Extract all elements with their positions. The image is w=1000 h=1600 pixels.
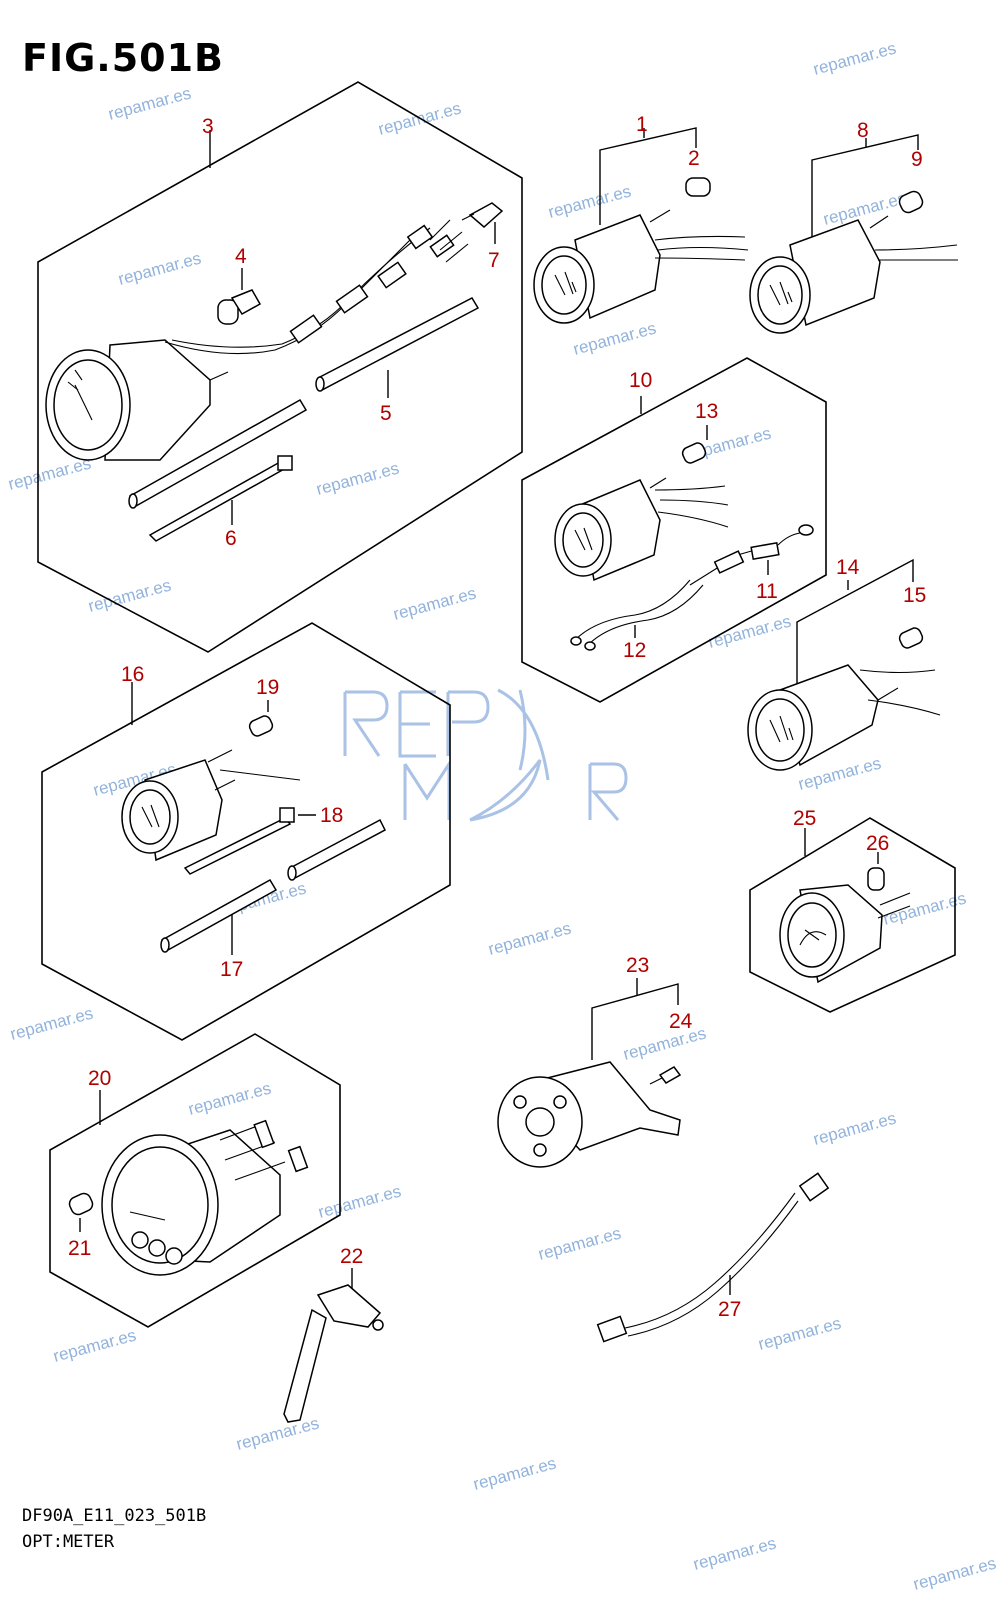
- watermark: repamar.es: [234, 1413, 321, 1453]
- watermark: repamar.es: [756, 1313, 843, 1353]
- watermark: repamar.es: [391, 583, 478, 623]
- cable-tie-18: [183, 807, 295, 875]
- callout-15: 15: [903, 584, 926, 607]
- bulb-26: [867, 867, 885, 891]
- watermark: repamar.es: [571, 318, 658, 358]
- tube-17: [160, 818, 386, 953]
- watermark: repamar.es: [621, 1023, 708, 1063]
- watermark: repamar.es: [811, 38, 898, 78]
- watermark: repamar.es: [821, 188, 908, 228]
- cable-tie-6: [148, 455, 293, 542]
- leader-line: [811, 134, 919, 240]
- leader-line: [796, 558, 914, 690]
- callout-16: 16: [121, 663, 144, 686]
- watermark: repamar.es: [116, 248, 203, 288]
- callout-22: 22: [340, 1245, 363, 1268]
- callout-2: 2: [688, 147, 700, 170]
- watermark: repamar.es: [486, 918, 573, 958]
- gauge-14: [747, 664, 941, 771]
- watermark: repamar.es: [8, 1003, 95, 1043]
- leader-line: [599, 127, 697, 225]
- screw-24: [649, 1066, 682, 1085]
- harness-11: [689, 524, 814, 586]
- sender-22: [283, 1284, 384, 1423]
- gauge-10: [554, 477, 729, 582]
- callout-10: 10: [629, 369, 652, 392]
- callout-6: 6: [225, 527, 237, 550]
- callout-11: 11: [756, 580, 778, 603]
- watermark: repamar.es: [691, 1533, 778, 1573]
- watermark: repamar.es: [51, 1325, 138, 1365]
- group-box-10: [521, 357, 827, 703]
- harness-27: [596, 1172, 830, 1343]
- figure-title: FIG.501B: [22, 36, 225, 80]
- watermark: repamar.es: [546, 181, 633, 221]
- callout-5: 5: [380, 402, 392, 425]
- callout-14: 14: [836, 556, 860, 579]
- callout-27: 27: [718, 1298, 741, 1321]
- bulb-9: [898, 190, 924, 214]
- gauge-8: [749, 215, 958, 334]
- group-box-20: [49, 1033, 341, 1328]
- bulb-13: [681, 442, 707, 464]
- callout-23: 23: [626, 954, 649, 977]
- callout-26: 26: [866, 832, 889, 855]
- callout-19: 19: [256, 676, 279, 699]
- callout-1: 1: [636, 113, 648, 136]
- tube-5: [128, 297, 480, 509]
- bulb-15: [898, 627, 924, 649]
- callout-17: 17: [220, 958, 243, 981]
- group-box-3: [37, 81, 523, 653]
- harness-12: [570, 579, 704, 651]
- callout-13: 13: [695, 400, 718, 423]
- watermark: repamar.es: [911, 1553, 998, 1593]
- gauge-assembly-3: [45, 219, 469, 461]
- callout-4: 4: [235, 245, 247, 268]
- bulb-7: [461, 202, 504, 228]
- drawing-code: DF90A_E11_023_501B: [22, 1506, 207, 1526]
- watermark: repamar.es: [536, 1223, 623, 1263]
- watermark: repamar.es: [316, 1181, 403, 1221]
- callout-8: 8: [857, 119, 869, 142]
- bulb-19: [248, 715, 274, 737]
- watermark: repamar.es: [471, 1453, 558, 1493]
- gauge-16: [121, 749, 301, 862]
- callout-9: 9: [911, 148, 923, 171]
- watermark: repamar.es: [811, 1108, 898, 1148]
- callout-7: 7: [488, 249, 500, 272]
- gauge-25: [779, 884, 911, 984]
- gauge-1: [533, 209, 749, 324]
- group-box-25: [749, 817, 956, 1013]
- drawing-subtitle: OPT:METER: [22, 1532, 115, 1552]
- watermark: repamar.es: [314, 458, 401, 498]
- leader-line: [591, 983, 679, 1060]
- bulb-4: [217, 289, 262, 325]
- bulb-21: [68, 1192, 94, 1216]
- callout-24: 24: [669, 1010, 693, 1033]
- watermark: repamar.es: [106, 83, 193, 123]
- callout-25: 25: [793, 807, 816, 830]
- repmar-logo: [343, 688, 628, 822]
- watermark: repamar.es: [186, 1078, 273, 1118]
- callout-21: 21: [68, 1237, 91, 1260]
- mount-bracket-23: [497, 1061, 681, 1168]
- callout-12: 12: [623, 639, 646, 662]
- bulb-2: [685, 177, 711, 197]
- callout-18: 18: [320, 804, 343, 827]
- callout-3: 3: [202, 115, 214, 138]
- gauge-20: [101, 1119, 309, 1276]
- callout-20: 20: [88, 1067, 111, 1090]
- group-box-16: [41, 622, 451, 1041]
